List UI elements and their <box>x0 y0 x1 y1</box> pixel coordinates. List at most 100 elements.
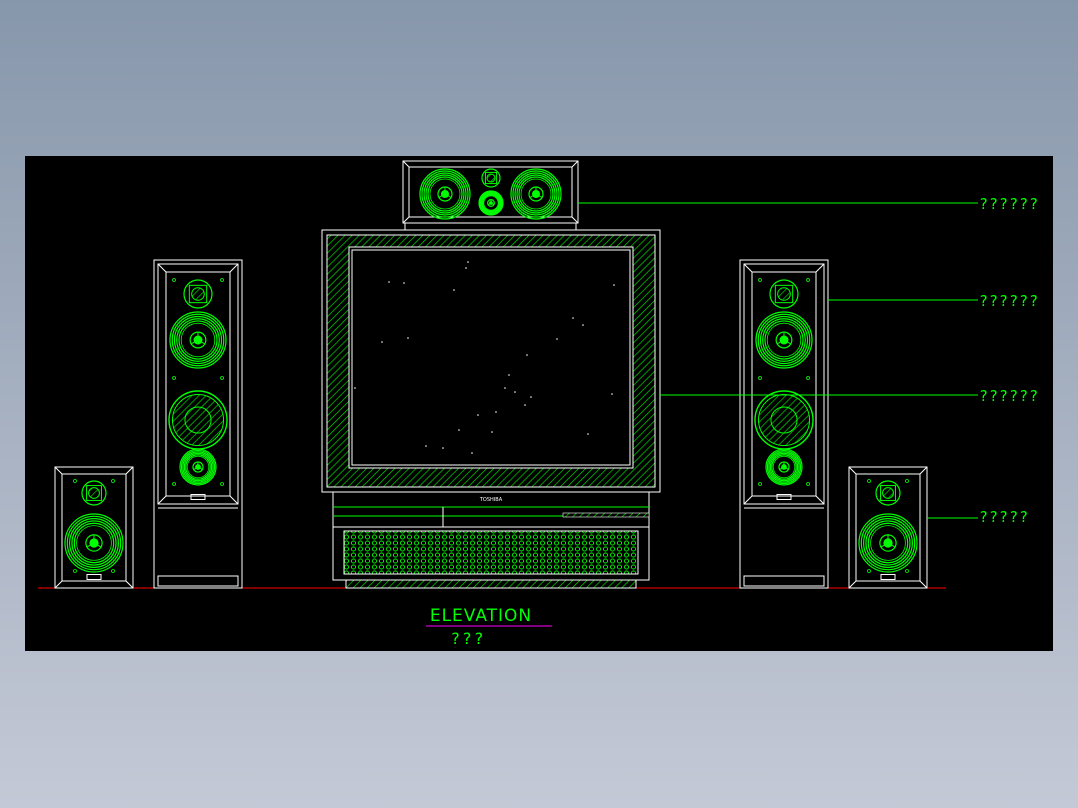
tower-baffle-bevel <box>229 495 239 505</box>
screen-dot <box>495 411 497 413</box>
screw <box>806 482 810 486</box>
bookshelf-cabinet-bevel <box>125 466 134 475</box>
tweeter <box>769 279 799 309</box>
tweeter-dome <box>88 487 100 499</box>
woofer <box>168 390 228 450</box>
screw <box>758 376 762 380</box>
tweeter <box>81 480 107 506</box>
screen-dot <box>442 447 444 449</box>
screen-dot <box>514 391 516 393</box>
woofer-small-ring <box>769 452 799 482</box>
screw <box>172 376 176 380</box>
screen-dot <box>582 324 584 326</box>
leader-lines <box>578 202 978 519</box>
tweeter-ring <box>875 480 901 506</box>
bookshelf-cabinet-bevel <box>54 466 63 475</box>
center-tweeter-plate <box>484 171 498 185</box>
screw <box>73 479 77 483</box>
center-mid-ring <box>479 191 503 215</box>
center-mid-spoke <box>487 202 492 206</box>
woofer-small-ring <box>185 454 211 480</box>
woofer-ring <box>69 518 119 568</box>
callout-label-tower: ?????? <box>979 292 1039 310</box>
woofer-ring <box>64 513 124 573</box>
screw <box>806 376 810 380</box>
screen-dot <box>504 387 506 389</box>
tower-baffle-bevel <box>815 495 825 505</box>
television: TOSHIBA <box>321 229 661 589</box>
screw <box>867 569 871 573</box>
mid-driver-ring <box>759 315 809 365</box>
tweeter-plate <box>880 485 896 501</box>
woofer-small-ring <box>772 455 796 479</box>
bookshelf-cabinet-bevel <box>125 580 134 589</box>
center-mid-ring <box>482 194 500 212</box>
screen-dot <box>354 387 356 389</box>
speaker-badge <box>880 574 896 580</box>
screw <box>172 482 176 486</box>
screen-dot <box>613 284 615 286</box>
center-cabinet-bevel <box>571 160 579 168</box>
mid-driver-ring <box>176 318 220 362</box>
right-woofer-spoke <box>535 193 543 199</box>
woofer-small-spoke <box>783 466 789 471</box>
screen-dot <box>524 404 526 406</box>
screen-dot <box>508 374 510 376</box>
woofer <box>754 390 814 450</box>
right-woofer <box>510 168 562 220</box>
tower-baffle-outer <box>157 263 239 505</box>
center-mid <box>478 190 504 216</box>
woofer-ring <box>858 513 918 573</box>
woofer-small-spoke <box>779 466 785 471</box>
tv-screen <box>351 249 631 466</box>
center-cabinet-bevel <box>402 160 410 168</box>
screen-dot <box>467 261 469 263</box>
screw <box>905 569 909 573</box>
mid-driver-spoke <box>190 339 199 345</box>
woofer-small-ring <box>186 455 210 479</box>
woofer <box>64 513 124 573</box>
woofer-small-ring <box>765 448 803 486</box>
woofer-small-ring <box>180 449 216 485</box>
tv-brand-label: TOSHIBA <box>479 497 503 503</box>
center-mid-ring <box>478 190 504 216</box>
screen-dot <box>381 341 383 343</box>
left-woofer-ring <box>423 172 467 216</box>
tower-plinth <box>157 575 239 587</box>
left-woofer-ring <box>429 178 461 210</box>
right-woofer-ring <box>518 176 554 212</box>
woofer-spoke <box>880 542 889 548</box>
woofer-ring <box>867 522 909 564</box>
bookshelf-cabinet-bevel <box>54 580 63 589</box>
mid-driver-ring <box>757 313 811 367</box>
mid-driver <box>755 311 813 369</box>
mid-driver-ring <box>755 311 813 369</box>
woofer-ring <box>71 520 117 566</box>
drawing-subtitle: ??? <box>451 629 486 648</box>
stand-base <box>345 579 637 589</box>
center-mid-spoke <box>490 202 495 206</box>
bookshelf-cabinet-inner <box>61 473 127 582</box>
center-tweeter-dome <box>486 173 496 183</box>
center-cabinet-bevel <box>402 216 410 224</box>
mid-driver-ring <box>764 320 804 360</box>
woofer-small-ring <box>766 449 802 485</box>
tower-baffle-bevel <box>229 263 239 273</box>
woofer-cap <box>770 406 798 434</box>
mid-driver-ring <box>766 322 802 358</box>
screw <box>905 479 909 483</box>
right-woofer-ring <box>512 170 560 218</box>
woofer-small-spoke <box>193 466 199 471</box>
woofer-small <box>765 448 803 486</box>
woofer-spoke <box>93 542 102 548</box>
woofer-small-ring <box>183 452 213 482</box>
speaker-badge <box>776 494 792 500</box>
tweeter <box>875 480 901 506</box>
mid-driver-ring <box>762 318 806 362</box>
screw <box>220 482 224 486</box>
woofer-ring <box>870 525 906 561</box>
woofer-spoke <box>887 542 896 548</box>
center-mid-ring <box>483 195 499 211</box>
woofer-ring <box>865 520 911 566</box>
left-bookshelf-speaker <box>54 466 134 589</box>
